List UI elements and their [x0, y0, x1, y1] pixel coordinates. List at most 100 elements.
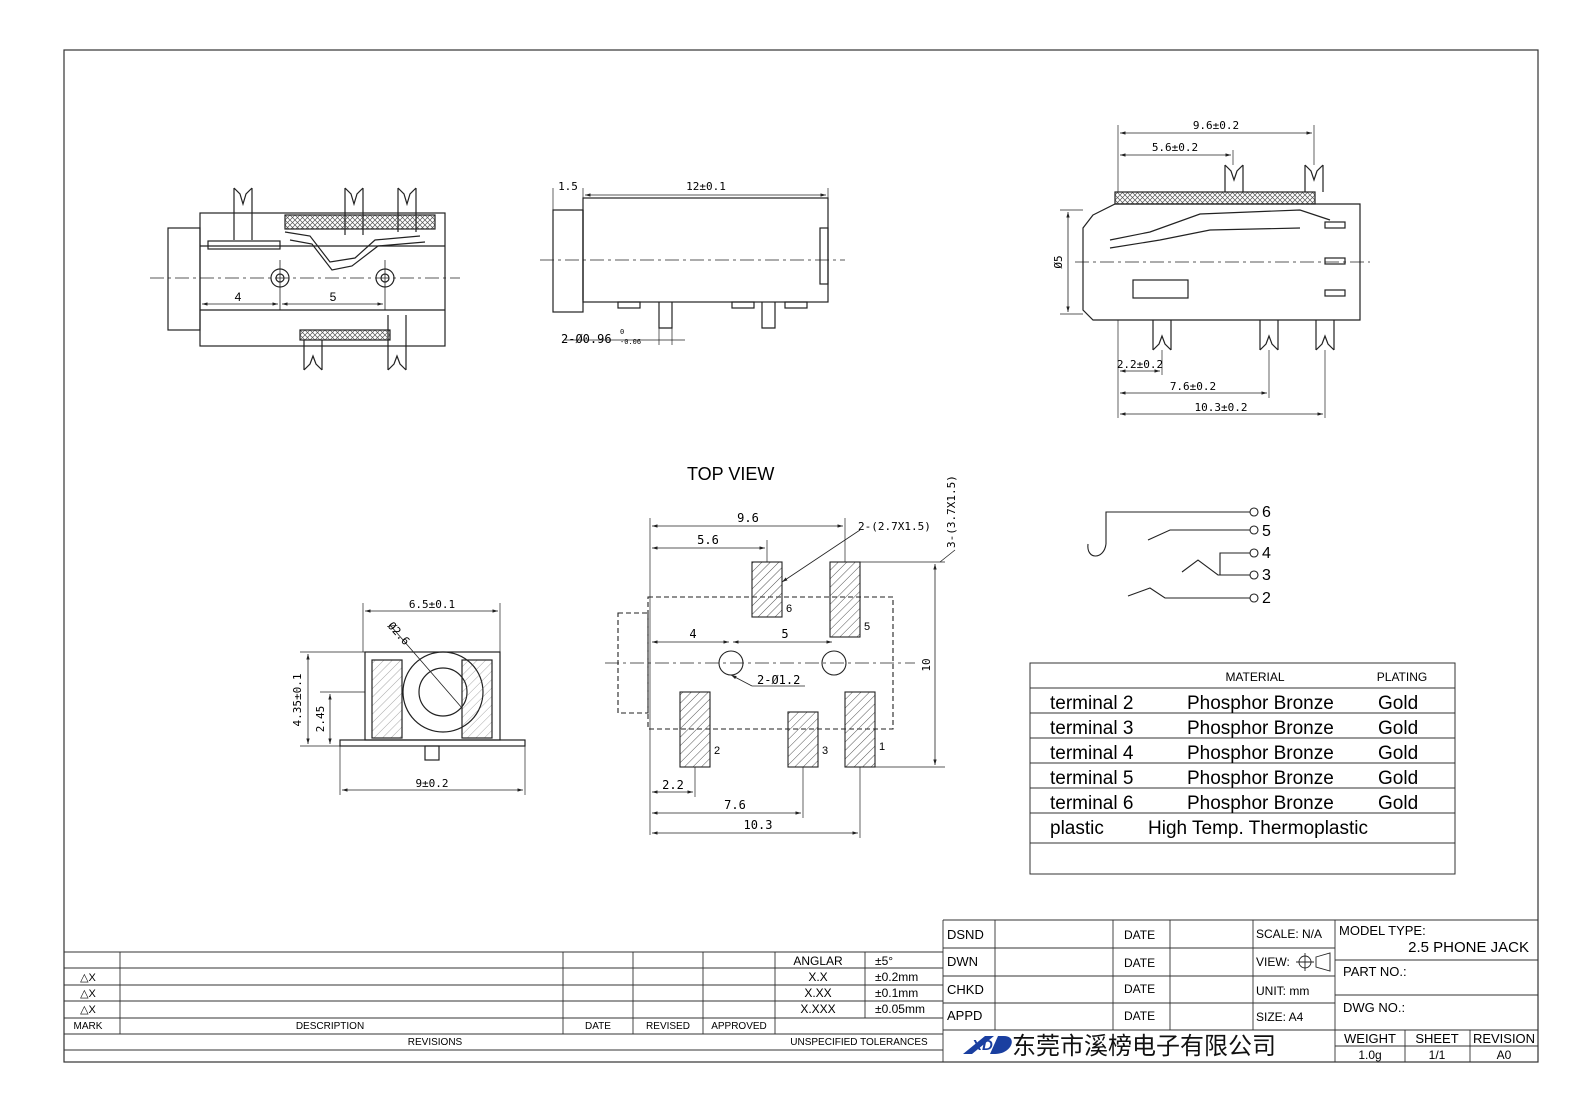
side-dim-5: 5	[330, 290, 337, 304]
fp-pad-label-5: 5	[864, 621, 870, 633]
end-dim-d2-6: Ø2.6	[385, 619, 412, 647]
footprint-view	[605, 518, 956, 838]
row-material: Phosphor Bronze	[1187, 793, 1334, 814]
weight-label: WEIGHT	[1344, 1031, 1396, 1046]
right-dim-2-2: 2.2±0.2	[1117, 358, 1163, 371]
row-plating: Gold	[1378, 793, 1418, 814]
end-dim-4-35: 4.35±0.1	[291, 674, 304, 727]
tol-value: ±0.1mm	[875, 986, 918, 1000]
rev-mark: △X	[80, 1004, 96, 1016]
signoff-role: DWN	[947, 954, 978, 969]
revisions-block	[64, 920, 944, 1062]
schematic-pin-4: 4	[1262, 545, 1271, 562]
fp-pad-note-b: 3-(3.7X1.5)	[945, 475, 958, 548]
front-dim-12: 12±0.1	[686, 180, 726, 193]
tol-value: ±0.05mm	[875, 1002, 925, 1016]
fp-dim-2-2: 2.2	[662, 778, 684, 792]
plastic-material: High Temp. Thermoplastic	[1148, 818, 1368, 839]
end-dim-2-45: 2.45	[314, 706, 327, 733]
side-view	[150, 187, 460, 371]
schematic-pin-5: 5	[1262, 523, 1271, 540]
right-dim-d5: Ø5	[1052, 255, 1065, 268]
col-date: DATE	[585, 1021, 611, 1032]
view-info: VIEW:	[1256, 955, 1290, 969]
projection-symbol-icon	[1296, 952, 1331, 972]
row-material: Phosphor Bronze	[1187, 743, 1334, 764]
row-part: terminal 3	[1050, 718, 1133, 739]
tolerances-title: UNSPECIFIED TOLERANCES	[790, 1037, 928, 1048]
schematic-pin-6: 6	[1262, 504, 1271, 521]
schematic	[1087, 507, 1259, 603]
pad-2	[679, 691, 711, 768]
revision-value: A0	[1497, 1048, 1512, 1062]
model-type: 2.5 PHONE JACK	[1408, 939, 1529, 956]
fp-pad-label-3: 3	[822, 745, 828, 757]
tol-value: ±5°	[875, 954, 893, 968]
end-dim-9: 9±0.2	[415, 777, 448, 790]
scale-info: SCALE: N/A	[1256, 927, 1322, 941]
sheet-border	[63, 49, 1539, 1063]
col-revised: REVISED	[646, 1021, 690, 1032]
fp-dim-9-6: 9.6	[737, 511, 759, 525]
row-plating: Gold	[1378, 718, 1418, 739]
col-mark: MARK	[74, 1021, 103, 1032]
signoff-role: APPD	[947, 1008, 982, 1023]
material-table	[1029, 662, 1456, 875]
row-material: Phosphor Bronze	[1187, 718, 1334, 739]
unit-info: UNIT: mm	[1256, 984, 1309, 998]
row-part: terminal 4	[1050, 743, 1134, 764]
row-plating: Gold	[1378, 693, 1418, 714]
col-approved: APPROVED	[711, 1021, 767, 1032]
signoff-block	[943, 919, 1538, 1062]
pad-1	[844, 691, 876, 768]
fp-dim-4: 4	[689, 627, 696, 641]
row-material: Phosphor Bronze	[1187, 768, 1334, 789]
schematic-pin-3: 3	[1262, 567, 1271, 584]
top-view-title: TOP VIEW	[687, 464, 774, 484]
fp-pad-label-6: 6	[786, 603, 792, 615]
pad-3	[787, 711, 819, 768]
fp-dim-7-6: 7.6	[724, 798, 746, 812]
tol-key: X.XXX	[800, 1002, 835, 1016]
right-dim-7-6: 7.6±0.2	[1170, 380, 1216, 393]
row-plating: Gold	[1378, 768, 1418, 789]
plastic-label: plastic	[1050, 818, 1104, 839]
revisions-title: REVISIONS	[408, 1037, 463, 1048]
row-part: terminal 5	[1050, 768, 1133, 789]
right-view	[1060, 125, 1370, 418]
revision-label: REVISION	[1473, 1031, 1535, 1046]
signoff-role: DSND	[947, 927, 984, 942]
signoff-date-label: DATE	[1124, 1009, 1155, 1023]
side-dim-4: 4	[235, 290, 242, 304]
fp-pad-label-1: 1	[879, 741, 885, 753]
tol-key: ANGLAR	[793, 954, 843, 968]
fp-pad-label-2: 2	[714, 745, 720, 757]
row-material: Phosphor Bronze	[1187, 693, 1334, 714]
rev-mark: △X	[80, 972, 96, 984]
pad-5	[829, 561, 861, 638]
row-plating: Gold	[1378, 743, 1418, 764]
company-name: 东莞市溪榜电子有限公司	[1012, 1033, 1276, 1060]
rev-mark: △X	[80, 988, 96, 1000]
part-no-label: PART NO.:	[1343, 964, 1407, 979]
row-part: terminal 6	[1050, 793, 1133, 814]
fp-pad-note-a: 2-(2.7X1.5)	[858, 520, 931, 533]
company-logo: XD	[963, 1036, 1012, 1054]
dwg-no-label: DWG NO.:	[1343, 1000, 1405, 1015]
signoff-role: CHKD	[947, 982, 984, 997]
signoff-date-label: DATE	[1124, 982, 1155, 996]
fp-dim-10: 10	[920, 658, 933, 671]
tol-key: X.XX	[804, 986, 831, 1000]
front-view	[540, 188, 845, 345]
front-dim-hole-tol-bottom: -0.06	[620, 338, 641, 346]
fp-hole-note: 2-Ø1.2	[757, 673, 800, 687]
material-header: MATERIAL	[1225, 670, 1284, 684]
size-info: SIZE: A4	[1256, 1010, 1304, 1024]
right-dim-10-3: 10.3±0.2	[1195, 401, 1248, 414]
logo-text: XD	[971, 1037, 993, 1054]
right-dim-9-6: 9.6±0.2	[1193, 119, 1239, 132]
pad-6	[751, 561, 783, 618]
end-dim-6-5: 6.5±0.1	[409, 598, 455, 611]
schematic-pin-2: 2	[1262, 590, 1271, 607]
